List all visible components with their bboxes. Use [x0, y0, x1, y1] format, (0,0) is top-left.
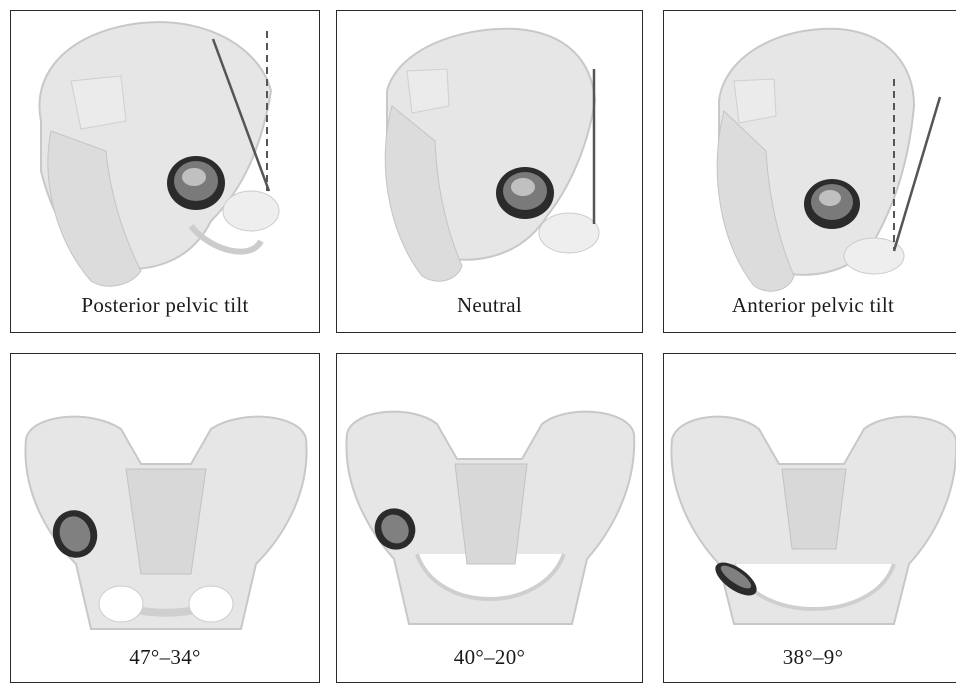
acetabular-cup-icon: [804, 179, 860, 229]
panel-caption: 47°–34°: [11, 645, 319, 670]
pelvis-frontal-illustration: [337, 354, 643, 683]
panel-caption: 40°–20°: [337, 645, 642, 670]
panel-caption: Neutral: [337, 293, 642, 318]
panel-frontal-anterior: 38°–9°: [663, 353, 956, 683]
panel-anterior-tilt: Anterior pelvic tilt: [663, 10, 956, 333]
pelvis-frontal-illustration: [11, 354, 320, 683]
acetabular-cup-icon: [496, 167, 554, 219]
pelvis-lateral-illustration: [11, 11, 320, 333]
panel-caption: 38°–9°: [664, 645, 956, 670]
pelvis-frontal-illustration: [664, 354, 956, 683]
panel-caption: Posterior pelvic tilt: [11, 293, 319, 318]
panel-frontal-posterior: 47°–34°: [10, 353, 320, 683]
acetabular-cup-icon: [167, 156, 225, 210]
pelvis-lateral-illustration: [664, 11, 956, 333]
panel-caption: Anterior pelvic tilt: [664, 293, 956, 318]
pelvis-lateral-illustration: [337, 11, 643, 333]
panel-frontal-neutral: 40°–20°: [336, 353, 643, 683]
panel-posterior-tilt: Posterior pelvic tilt: [10, 10, 320, 333]
panel-neutral: Neutral: [336, 10, 643, 333]
